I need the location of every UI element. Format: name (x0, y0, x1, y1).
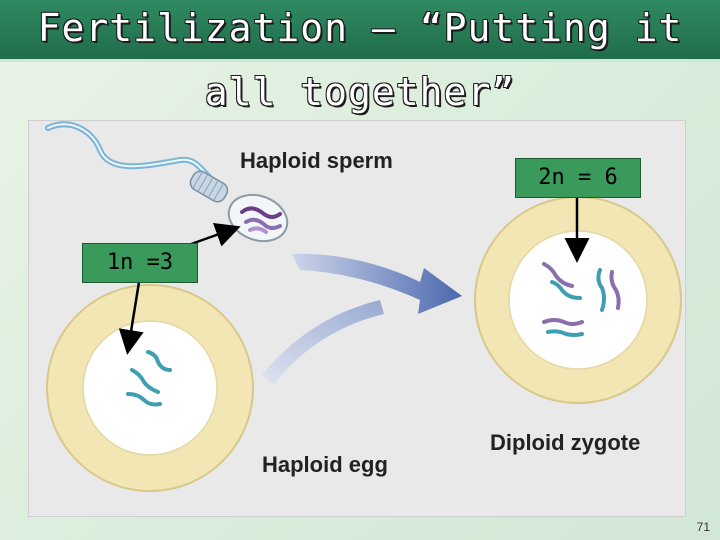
egg-cell (47, 285, 253, 491)
label-diploid-zygote: Diploid zygote (490, 430, 640, 456)
slide-number: 71 (697, 520, 710, 534)
callout-haploid: 1n =3 (82, 243, 198, 283)
sperm-cell (48, 124, 294, 249)
fertilization-arrow (262, 254, 462, 384)
sperm-tail (48, 124, 210, 178)
label-haploid-egg: Haploid egg (262, 452, 388, 478)
sperm-head (222, 187, 293, 249)
callout-diploid: 2n = 6 (515, 158, 641, 198)
sperm-tail-outline (48, 124, 210, 178)
label-haploid-sperm: Haploid sperm (240, 148, 393, 174)
